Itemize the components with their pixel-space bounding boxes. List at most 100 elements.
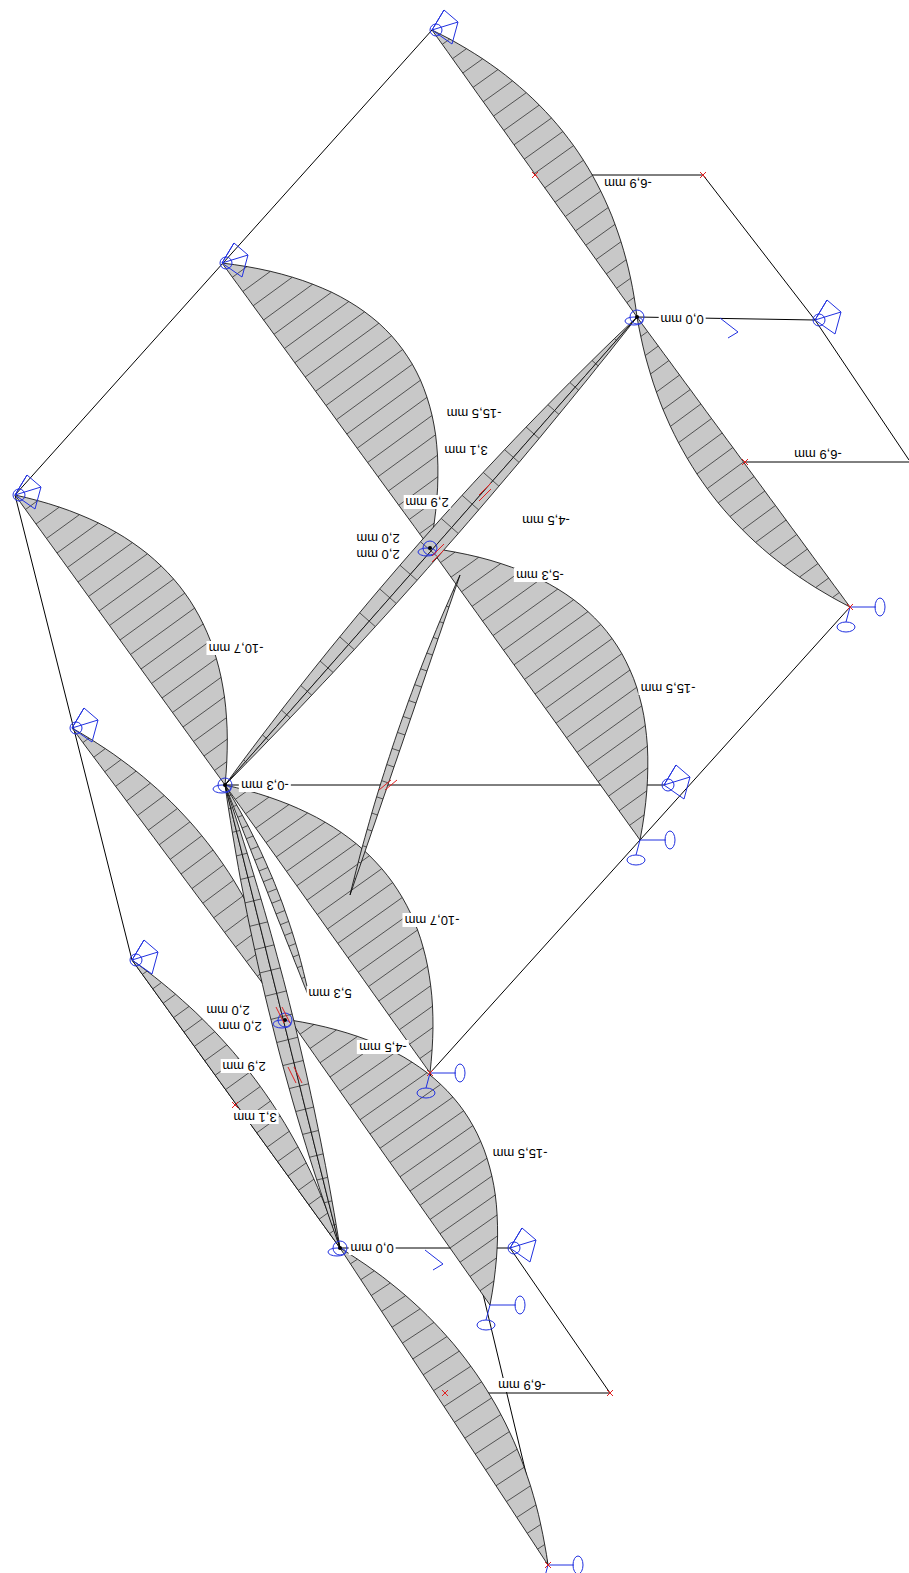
hatch-line [392, 748, 399, 751]
hatch-line [483, 579, 541, 621]
hatch-line [311, 1130, 318, 1132]
hatch-line [194, 718, 227, 742]
hatch-line [328, 883, 393, 929]
hatch-line [289, 1086, 300, 1089]
hatch-line [556, 670, 630, 723]
deflection-band [225, 317, 637, 785]
hatch-line [392, 1309, 420, 1328]
hatch-line [483, 81, 512, 102]
deflection-value: -4,5 mm [520, 513, 572, 527]
roller-support [455, 1064, 465, 1082]
hatch-line [718, 477, 754, 503]
hatch-line [505, 450, 514, 458]
hatch-line [504, 105, 540, 130]
hatch-line [472, 504, 478, 510]
hatch-line [229, 795, 231, 797]
hatch-line [256, 805, 289, 829]
hatch-line [287, 832, 342, 871]
deflection-value: 0,0 mm [658, 312, 705, 326]
deflection-value: -10,7 mm [403, 913, 462, 927]
deflection-band [432, 30, 637, 317]
roller-support [548, 1565, 574, 1566]
hatch-line [784, 549, 807, 566]
hatch-line [347, 380, 421, 434]
hatch-line [460, 1236, 498, 1262]
member-line [815, 320, 909, 460]
deflection-band [225, 785, 310, 1000]
hatch-line [545, 160, 584, 188]
hatch-line [276, 910, 285, 914]
hatch-line [363, 846, 367, 847]
hatch-line [263, 878, 272, 882]
hatch-line [246, 836, 253, 839]
rotation-mark [728, 332, 738, 338]
hatch-line [288, 1163, 306, 1176]
deflection-value: 0,0 mm [348, 1241, 395, 1255]
hatch-line [358, 930, 417, 972]
hatch-line [319, 1213, 328, 1219]
hatch-line [534, 434, 539, 438]
fixed-support [132, 940, 144, 960]
fixed-support [222, 243, 234, 263]
roller-support [490, 1305, 516, 1306]
hatch-line [294, 1060, 303, 1062]
hatch-line [506, 1486, 530, 1502]
hatch-line [284, 301, 348, 348]
hatch-line [390, 598, 396, 604]
deflection-band [430, 548, 648, 840]
hatch-line [300, 1024, 314, 1034]
hatch-line [361, 1271, 375, 1280]
roller-support [515, 1296, 525, 1314]
hatch-line [323, 1177, 328, 1178]
hatch-line [183, 697, 224, 727]
node-mark [700, 172, 706, 178]
hatch-line [260, 922, 268, 924]
hatch-line [267, 1131, 289, 1147]
roller-support [640, 840, 666, 841]
hatch-line [152, 641, 211, 684]
hatch-line [324, 1202, 328, 1203]
hatch-line [242, 853, 247, 854]
hatch-line [246, 762, 247, 763]
roller-support [875, 598, 885, 616]
hatch-line [281, 710, 286, 715]
hatch-line [320, 1036, 358, 1062]
hatch-line [588, 725, 646, 767]
hatch-line [526, 427, 534, 434]
hatch-line [527, 1524, 541, 1533]
hatch-line [110, 579, 174, 625]
hatch-line [340, 1052, 395, 1091]
fixed-support [70, 722, 82, 734]
rotation-mark [425, 1250, 443, 1264]
hatch-line [298, 1179, 314, 1190]
node-mark [427, 1070, 433, 1076]
fixed-support [222, 243, 248, 277]
deflection-value: 5,3 mm [306, 986, 353, 1000]
deflection-value: -4,5 mm [357, 1040, 409, 1054]
hatch-line [226, 1072, 250, 1089]
hatch-line [517, 1505, 536, 1518]
hatch-line [400, 565, 410, 574]
hatch-line [255, 857, 263, 860]
deflection-value: 2,0 mm [354, 547, 401, 561]
hatch-line [434, 1366, 471, 1390]
hatch-line [465, 1415, 501, 1439]
hatch-line [816, 578, 829, 588]
hatch-line [576, 207, 609, 230]
hatch-line [251, 846, 259, 849]
hatch-line [670, 404, 700, 426]
node-mark [847, 604, 853, 610]
hatch-line [340, 637, 349, 645]
hatch-line [525, 624, 601, 679]
hatch-line [546, 654, 622, 709]
hatch-line [296, 1109, 306, 1111]
fixed-support [132, 940, 158, 974]
node-mark [532, 172, 538, 178]
hatch-line [163, 994, 175, 1003]
hatch-line [577, 706, 642, 753]
hatch-line [277, 991, 287, 993]
hatch-line [679, 419, 712, 443]
red-tick [479, 483, 491, 495]
hatch-line [462, 495, 472, 504]
hatch-line [280, 921, 288, 924]
